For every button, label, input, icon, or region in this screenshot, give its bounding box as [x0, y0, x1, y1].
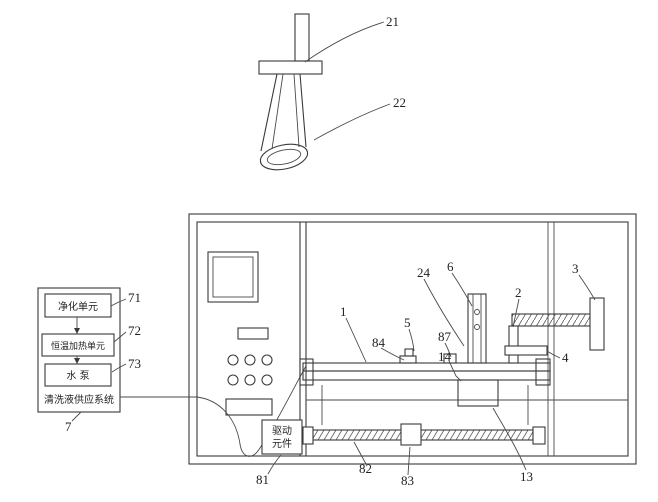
leader-2 — [512, 298, 520, 328]
leader-73 — [111, 363, 127, 373]
display-screen — [207, 251, 259, 303]
panel-button — [227, 354, 239, 366]
part-label-7: 7 — [65, 419, 72, 434]
supply-system-flowchart: 净化单元 恒温加热单元 水 泵 清洗液供应系统 71 72 73 7 — [37, 287, 307, 457]
part-label-84: 84 — [372, 335, 386, 350]
work-table — [299, 358, 551, 425]
column-and-fixtures — [399, 293, 605, 364]
part-label-82: 82 — [359, 461, 372, 476]
control-panel: 驱动 元件 81 — [207, 251, 303, 487]
part-label-81: 81 — [256, 472, 269, 487]
leader-14 — [448, 360, 462, 382]
lead-screw — [312, 429, 534, 441]
part-label-24: 24 — [417, 265, 431, 280]
horn-mouth — [259, 143, 309, 171]
panel-slot — [237, 327, 269, 340]
part-label-21: 21 — [386, 14, 399, 29]
part-label-72: 72 — [128, 323, 141, 338]
part-label-71: 71 — [128, 290, 141, 305]
side-plate — [589, 297, 605, 351]
part-label-13: 13 — [520, 469, 533, 484]
horn-outer-left — [260, 73, 278, 152]
panel-lower-box — [225, 398, 273, 416]
panel-button — [261, 354, 273, 366]
machine-frame-outer — [188, 213, 637, 465]
work-table-top — [302, 362, 551, 372]
lift-column — [467, 293, 487, 364]
horn-inner-left — [271, 73, 284, 150]
part-label-87: 87 — [438, 329, 452, 344]
support-arm-upper — [511, 313, 593, 327]
part-label-6: 6 — [447, 259, 454, 274]
part-label-14: 14 — [438, 349, 452, 364]
part-label-83: 83 — [401, 473, 414, 488]
column-hole — [474, 324, 480, 330]
mount-bar — [258, 60, 323, 75]
panel-button — [244, 354, 256, 366]
part-label-2: 2 — [515, 285, 522, 300]
lead-screw-assembly — [302, 423, 546, 446]
panel-button — [261, 374, 273, 386]
table-left-cap — [299, 358, 314, 386]
pump-box — [44, 363, 112, 387]
part-label-5: 5 — [404, 315, 411, 330]
display-screen-inner — [212, 256, 254, 298]
pump-label: 水 泵 — [66, 370, 89, 382]
drive-unit-box — [261, 419, 303, 455]
leader-81 — [267, 454, 282, 475]
leader-87 — [444, 342, 452, 358]
mount-shaft — [294, 13, 310, 62]
leader-7 — [71, 411, 82, 422]
machine-body — [188, 213, 637, 465]
work-area-labels: 1 84 5 87 14 24 6 2 3 4 13 82 83 — [340, 259, 596, 488]
leader-4 — [546, 350, 561, 359]
drive-unit-label-1: 驱动 — [272, 425, 292, 437]
flow-arrow-2-head — [74, 358, 80, 364]
horn-inner-right — [293, 73, 300, 148]
support-arm-lower — [504, 345, 548, 356]
panel-button — [244, 374, 256, 386]
leader-82 — [353, 441, 367, 465]
table-right-cap — [535, 358, 551, 386]
leader-6 — [451, 272, 473, 307]
leader-83 — [407, 446, 411, 476]
part-label-73: 73 — [128, 356, 141, 371]
component-13-box — [457, 379, 499, 407]
leader-84 — [380, 347, 405, 361]
leader-21 — [304, 21, 385, 63]
leader-24 — [423, 278, 465, 347]
leader-71 — [110, 298, 127, 307]
heater-label: 恒温加热单元 — [51, 340, 105, 352]
nozzle-rod — [508, 325, 519, 364]
part-label-3: 3 — [572, 261, 579, 276]
leader-3 — [578, 274, 596, 301]
horn-outer-right — [299, 73, 307, 148]
panel-button — [227, 374, 239, 386]
screw-slider — [400, 423, 422, 446]
machine-frame-inner — [196, 221, 629, 457]
leader-1 — [345, 317, 367, 363]
column-hole — [474, 309, 480, 315]
flow-arrow-1-head — [74, 328, 80, 334]
system-label: 清洗液供应系统 — [44, 393, 114, 406]
clamp-5 — [404, 348, 414, 357]
part-label-1: 1 — [340, 304, 347, 319]
screw-bearing-right — [532, 426, 546, 445]
part-label-22: 22 — [393, 95, 406, 110]
work-table-base — [302, 370, 551, 381]
leader-5 — [408, 328, 415, 352]
purifier-label: 净化单元 — [58, 300, 98, 313]
heater-box — [41, 333, 115, 357]
leader-72 — [113, 331, 127, 343]
screw-bearing-left — [302, 426, 314, 445]
part-label-4: 4 — [562, 350, 569, 365]
leader-13 — [492, 407, 527, 471]
spray-assembly: 21 22 — [258, 13, 406, 171]
horn-mouth-inner — [266, 148, 302, 166]
system-outer-box — [37, 287, 121, 413]
leader-22 — [313, 103, 391, 141]
drive-unit-label-2: 元件 — [272, 438, 292, 450]
